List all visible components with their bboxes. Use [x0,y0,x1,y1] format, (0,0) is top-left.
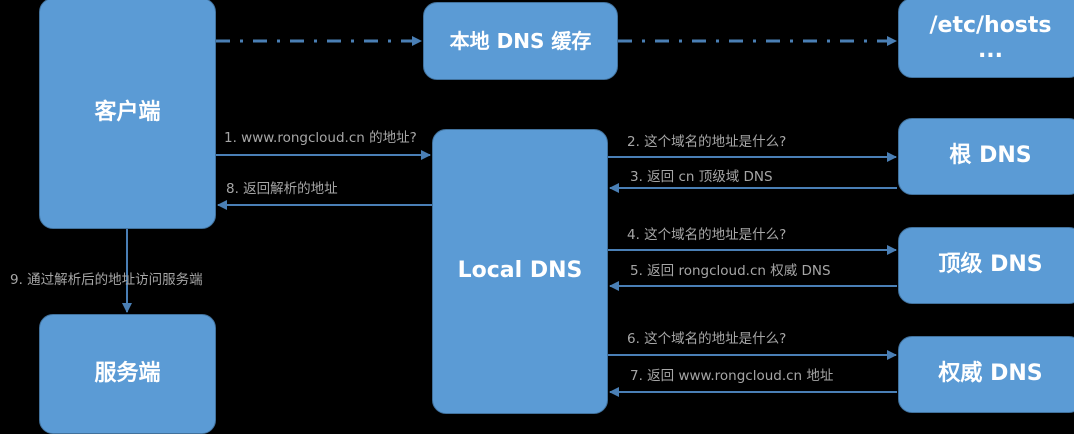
node-server: 服务端 [39,314,216,434]
edges-layer [122,36,897,397]
edge-label-7: 7. 返回 www.rongcloud.cn 地址 [630,368,834,384]
dns-resolution-diagram: 客户端 服务端 本地 DNS 缓存 /etc/hosts ... Local D… [10,0,1074,434]
node-local-cache: 本地 DNS 缓存 [423,2,618,80]
edge-label-8: 8. 返回解析的地址 [226,181,338,197]
node-hosts: /etc/hosts ... [898,0,1074,78]
edge-label-4: 4. 这个域名的地址是什么? [627,227,787,243]
node-local-dns: Local DNS [432,129,608,414]
edge-label-1: 1. www.rongcloud.cn 的地址? [224,130,417,146]
edge-label-2: 2. 这个域名的地址是什么? [627,134,787,150]
edge-label-5: 5. 返回 rongcloud.cn 权威 DNS [630,263,831,279]
edge-label-3: 3. 返回 cn 顶级域 DNS [630,169,773,185]
node-root-dns: 根 DNS [898,118,1074,195]
node-tld-dns: 顶级 DNS [898,227,1074,304]
node-client: 客户端 [39,0,216,229]
edge-label-6: 6. 这个域名的地址是什么? [627,331,787,347]
edge-label-9: 9. 通过解析后的地址访问服务端 [10,272,203,288]
node-auth-dns: 权威 DNS [898,336,1074,413]
